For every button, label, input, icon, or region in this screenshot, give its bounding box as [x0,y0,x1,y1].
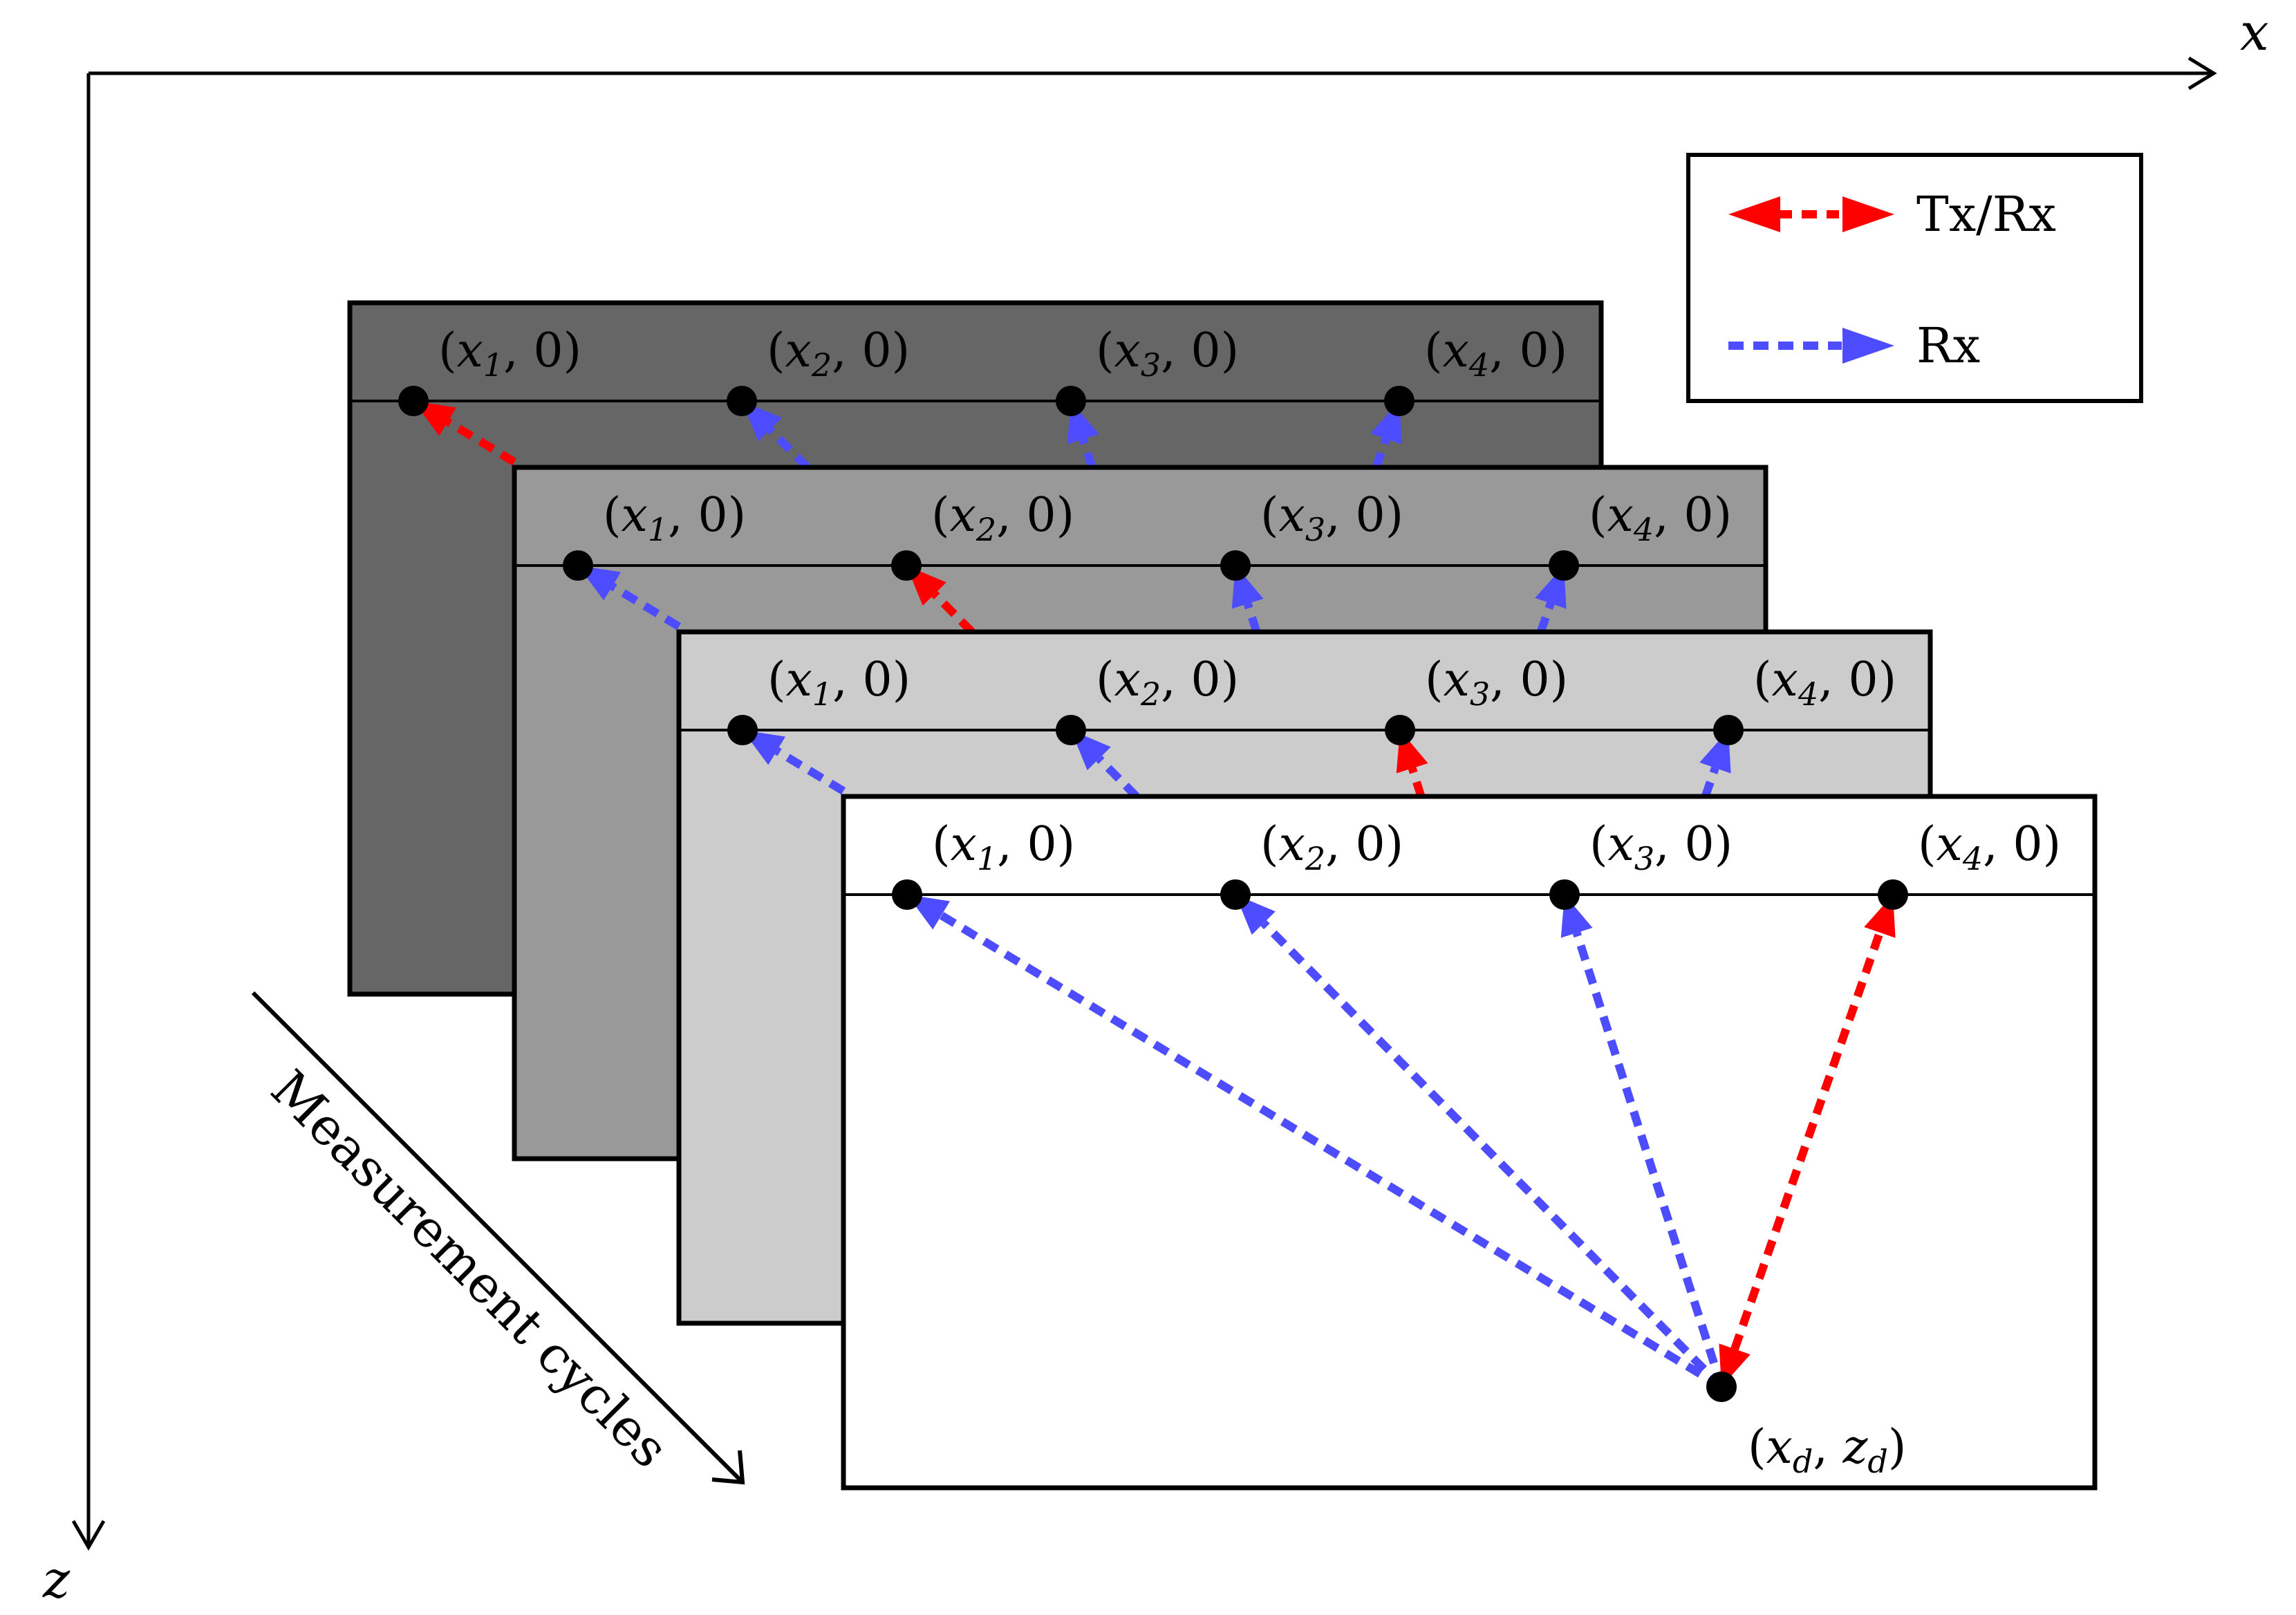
sensor-dot-1 [398,386,429,416]
sensor-label-3: (x3, 0) [1589,817,1733,877]
arrow-stub-1-line [610,582,682,631]
sensor-label-1: (x1, 0) [603,488,746,548]
panel-frame [841,794,2098,1491]
sensor-dot-4 [1713,715,1744,745]
sensor-dot-3 [1056,386,1086,416]
arrow-stub-4-line [1536,601,1555,633]
sensor-label-1: (x1, 0) [767,653,911,713]
sensor-label-3: (x3, 0) [1425,653,1568,713]
arrow-stub-4-line [1372,437,1390,469]
x-axis-arrowhead [2187,56,2217,91]
arrow-sensor-3-line [1572,931,1726,1388]
sensor-label-3: (x3, 0) [1260,488,1403,548]
sensor-dot-4 [1384,386,1415,416]
sensor-label-4: (x4, 0) [1918,817,2061,877]
sensor-label-3: (x3, 0) [1096,324,1239,384]
sensor-dot-2 [1056,715,1086,745]
measurement-cycles-arrow [251,991,743,1483]
sensor-label-2: (x2, 0) [1096,653,1239,713]
sensor-dot-3 [1549,879,1580,910]
legend-txrx-left-arrowhead [1728,196,1780,232]
arrow-stub-3-line [1243,602,1261,633]
sensor-label-4: (x4, 0) [1753,653,1896,713]
sensor-dot-1 [563,550,593,581]
sensor-label-1: (x1, 0) [438,324,581,384]
target-dot [1706,1372,1737,1402]
panel-4: (x1, 0) (x2, 0) (x3, 0) (x4, 0) (xd, zd) [841,794,2098,1491]
sensor-label-2: (x2, 0) [767,324,910,384]
legend-rx-arrowhead [1842,328,1894,364]
legend: Tx/Rx Rx [1686,153,2143,403]
sensor-label-2: (x2, 0) [1260,817,1403,877]
sensor-dot-1 [892,879,922,910]
arrow-sensor-2-line [1260,920,1725,1390]
target-label: (xd, zd) [1748,1420,1906,1480]
arrow-stub-2-line [931,591,976,635]
sensor-dot-3 [1220,550,1251,581]
arrow-stub-3-line [1079,438,1096,469]
arrow-stub-1-line [774,747,846,795]
measurement-cycles-arrowhead [711,1450,745,1485]
legend-box [1686,153,2143,403]
legend-item-txrx: Tx/Rx [1728,186,2056,243]
legend-item-rx: Rx [1728,317,1980,374]
z-axis-arrowhead [71,1520,106,1551]
arrow-stub-1-line [445,418,517,466]
sensor-label-4: (x4, 0) [1424,324,1567,384]
signal-arrows [907,895,1896,1391]
legend-rx-label: Rx [1916,317,1980,374]
x-axis-label: x [2240,3,2269,62]
panels-group: (x1, 0) (x2, 0) (x3, 0) (x4, 0) (x1, 0) (x2, … [347,300,2098,1491]
sensor-dot-2 [727,386,757,416]
sensor-dot-3 [1385,715,1415,745]
arrow-stub-2-line [1096,756,1140,800]
legend-txrx-right-arrowhead [1842,196,1894,232]
sensor-dot-2 [891,550,922,581]
legend-txrx-label: Tx/Rx [1916,186,2056,243]
sensor-dot-4 [1549,550,1579,581]
sensor-label-1: (x1, 0) [932,817,1075,877]
sensor-label-2: (x2, 0) [931,488,1074,548]
sensor-label-4: (x4, 0) [1589,488,1732,548]
sensor-dot-2 [1220,879,1251,910]
sensor-dot-4 [1878,879,1908,910]
arrow-sensor-1-line [939,911,1724,1391]
z-axis-label: z [42,1550,71,1609]
arrow-stub-2-line [767,427,811,471]
sensor-dot-1 [727,715,758,745]
arrow-stub-3-line [1408,767,1426,798]
arrow-stub-4-line [1701,766,1719,798]
